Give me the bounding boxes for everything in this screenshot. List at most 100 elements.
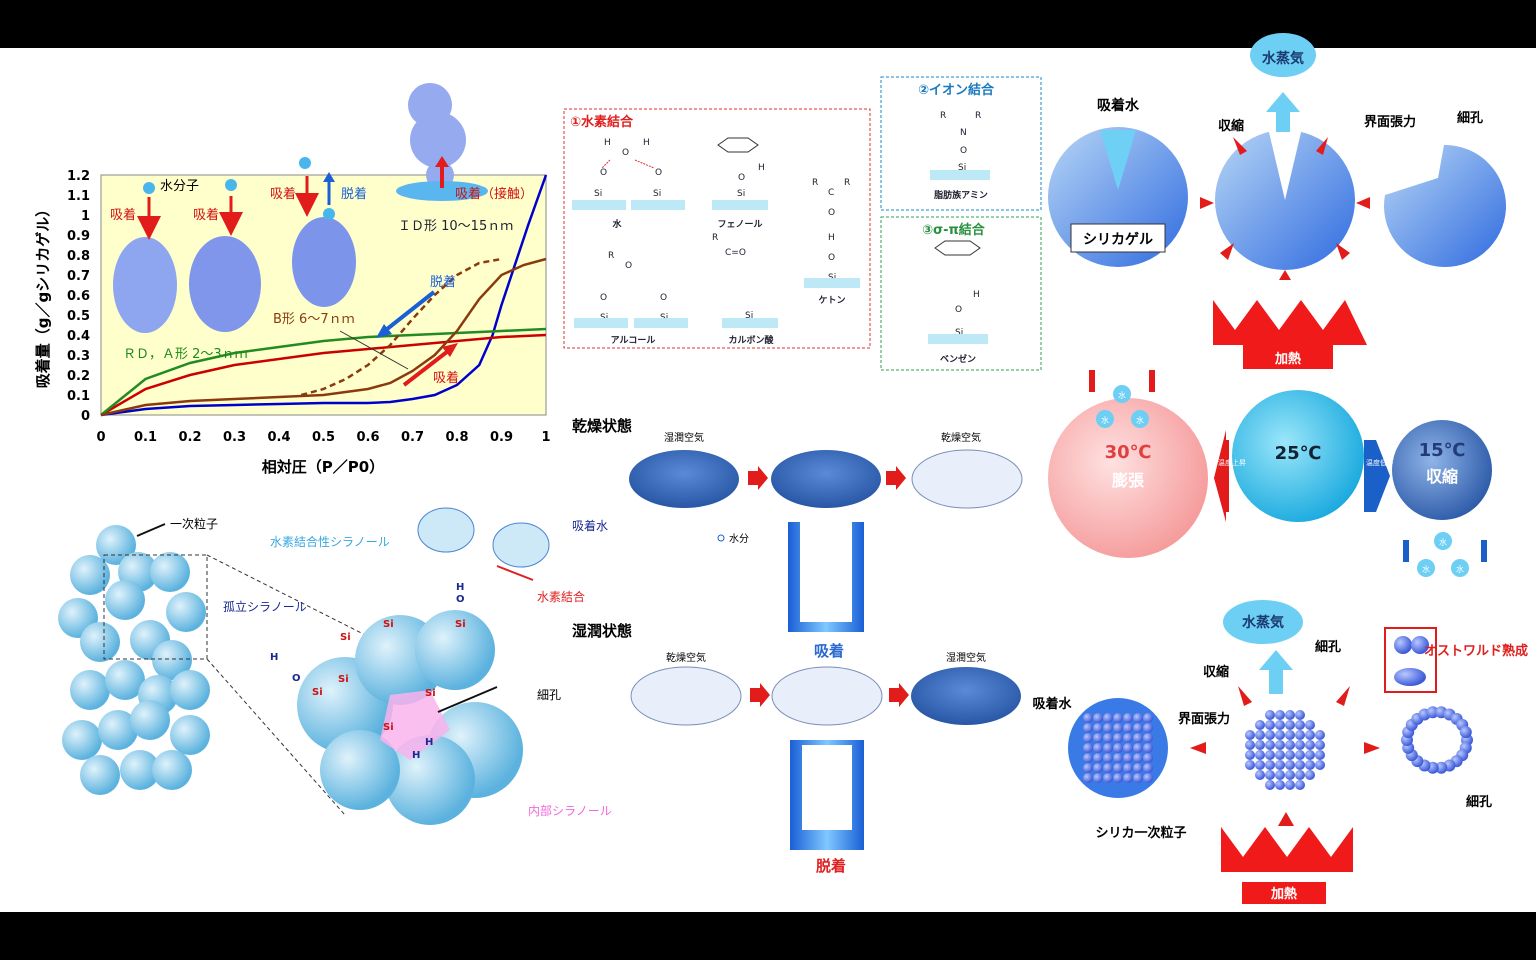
shrink-arrows-bottom	[1190, 686, 1380, 826]
sigma-pi-panel-frame	[880, 216, 1042, 371]
water-vapor-cloud	[1250, 33, 1316, 77]
svg-text:O: O	[600, 293, 607, 303]
shrink-arrows	[1200, 137, 1370, 280]
ring-particle	[1459, 726, 1472, 739]
primary-particle	[1305, 720, 1315, 730]
mol-amine-label: 脂肪族アミン	[933, 189, 988, 201]
primary-particle	[1265, 780, 1275, 790]
isolated-silanol-label: 孤立シラノール	[223, 599, 307, 614]
svg-text:O: O	[828, 208, 835, 218]
primary-particle	[1275, 740, 1285, 750]
primary-particle	[150, 552, 190, 592]
primary-particle	[1275, 720, 1285, 730]
desorb-label: 脱着	[341, 186, 367, 202]
primary-particle-leader	[136, 523, 166, 537]
t15-label: 15℃	[1419, 440, 1466, 461]
primary-particle	[1123, 713, 1133, 723]
x-tick-label: 0.9	[490, 430, 513, 445]
silica-pore-ball	[1384, 144, 1507, 267]
svg-text:O: O	[955, 305, 962, 315]
primary-particle	[1285, 760, 1295, 770]
temp-rise-label: 温度上昇	[1218, 458, 1246, 467]
svg-text:O: O	[292, 673, 301, 684]
svg-text:Si: Si	[958, 163, 966, 173]
primary-particle	[1113, 733, 1123, 743]
primary-particle	[1133, 743, 1143, 753]
series-line-4	[300, 257, 502, 397]
svg-text:Si: Si	[340, 632, 351, 643]
adsorbed-water-label: 吸着水	[572, 518, 608, 533]
svg-text:C=O: C=O	[725, 248, 746, 258]
primary-particle	[70, 670, 110, 710]
x-tick-label: 0.5	[312, 430, 335, 445]
primary-particle	[1265, 720, 1275, 730]
svg-text:O: O	[625, 261, 632, 271]
svg-text:O: O	[738, 173, 745, 183]
heating-label-bottom: 加熱	[1270, 886, 1297, 902]
svg-text:O: O	[456, 594, 465, 605]
primary-particle	[1305, 740, 1315, 750]
temp-rise-arrow	[1214, 430, 1229, 522]
primary-particle	[62, 720, 102, 760]
primary-particle	[1255, 730, 1265, 740]
x-tick-label: 0.3	[223, 430, 246, 445]
primary-particle	[1275, 710, 1285, 720]
molecule-water: Si Si O O O H H 水	[572, 138, 685, 230]
rd-a-type-label: ＲＤ，Ａ形 2〜3ｎｍ	[123, 347, 248, 362]
vapor-arrow-shaft-2	[1269, 668, 1283, 694]
primary-particle	[1245, 760, 1255, 770]
ionic-panel: ②イオン結合 R R N O Si 脂肪族アミン	[880, 76, 1042, 211]
silica-primary-label: シリカ一次粒子	[1095, 825, 1186, 841]
x-tick-label: 0	[96, 430, 105, 445]
dry-state-title: 乾燥状態	[572, 417, 632, 435]
desorb-arrow-head	[323, 172, 335, 182]
ring-particles	[1401, 706, 1473, 774]
primary-particle	[1265, 750, 1275, 760]
primary-particle	[1285, 730, 1295, 740]
primary-particle	[1275, 760, 1285, 770]
pore-wedge	[1268, 128, 1302, 200]
primary-particle	[1315, 750, 1325, 760]
svg-text:水: 水	[1456, 564, 1464, 574]
dry-wet-section: 乾燥状態 湿潤状態 湿潤空気 乾燥空気 水分 吸着 乾燥空気 湿潤空気 脱着	[572, 417, 1023, 875]
moisture-label: 水分	[729, 533, 749, 545]
x-tick-label: 0.2	[178, 430, 201, 445]
primary-particle	[80, 622, 120, 662]
svg-text:O: O	[600, 168, 607, 178]
moisture-dot	[717, 534, 725, 542]
primary-particle	[1295, 740, 1305, 750]
desorb-arrow-big-head	[376, 324, 392, 338]
svg-text:Si: Si	[955, 328, 963, 338]
primary-particle	[1113, 763, 1123, 773]
chart-series-group	[100, 174, 548, 417]
primary-particle	[1133, 723, 1143, 733]
primary-particle-label: 一次粒子	[170, 516, 218, 531]
primary-particle	[1295, 720, 1305, 730]
primary-particle	[1265, 710, 1275, 720]
primary-particle	[1093, 713, 1103, 723]
svg-text:R: R	[712, 233, 718, 243]
svg-text:Si: Si	[745, 311, 753, 321]
primary-particle	[98, 710, 138, 750]
ionic-panel-title: ②イオン結合	[918, 82, 995, 98]
primary-particle	[1133, 713, 1143, 723]
primary-particle	[1143, 773, 1153, 783]
svg-text:H: H	[412, 750, 420, 761]
y-tick-label: 0.9	[67, 229, 90, 244]
primary-particle	[1143, 763, 1153, 773]
primary-particle	[1083, 763, 1093, 773]
svg-text:O: O	[960, 146, 967, 156]
mol-carboxylic-label: カルボン酸	[728, 334, 774, 346]
primary-particle	[1255, 740, 1265, 750]
desorption-label: 脱着	[816, 857, 846, 875]
primary-particle	[130, 700, 170, 740]
adsorbed-water-wedge	[1100, 130, 1136, 190]
svg-text:H: H	[604, 138, 611, 148]
cloud-dry-3	[771, 666, 883, 726]
y-tick-label: 0.2	[67, 369, 90, 384]
heating-box-bottom	[1242, 882, 1326, 904]
svg-text:水: 水	[1101, 415, 1109, 425]
primary-particle	[1305, 750, 1315, 760]
shrink-ball-particles	[1245, 710, 1325, 790]
